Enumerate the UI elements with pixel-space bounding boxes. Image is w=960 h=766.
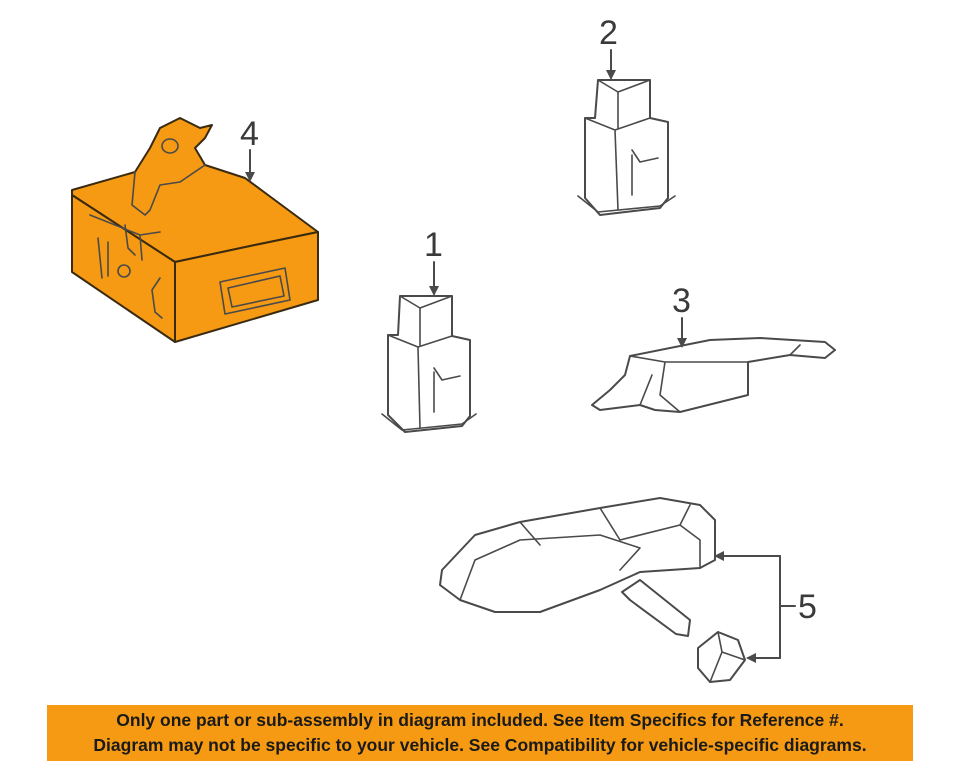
callout-2-label: 2: [599, 14, 618, 52]
callout-5-label: 5: [798, 588, 817, 626]
part-3-body: [591, 337, 836, 413]
part-2-body: [584, 79, 669, 216]
part-4-ridge: [89, 214, 161, 261]
part-1-body: [387, 295, 471, 433]
disclaimer-line-2: Diagram may not be specific to your vehi…: [93, 735, 867, 755]
part-5-sensor-body: [439, 497, 716, 613]
part-5-sensor-detail: [459, 504, 701, 601]
part-5-tpms-sensor[interactable]: [439, 497, 746, 683]
part-3-bracket[interactable]: [591, 337, 836, 413]
part-4-bracket: [131, 164, 206, 216]
part-4-bracket-hole: [161, 138, 179, 154]
part-4-hook: [151, 277, 163, 319]
part-4-side-hole: [117, 264, 131, 278]
part-2-detail: [577, 79, 676, 213]
part-5-valve-stem: [621, 579, 691, 637]
callout-5-bracket: [779, 555, 796, 659]
part-4-clip: [97, 237, 109, 279]
part-5-nut-detail: [709, 631, 746, 683]
callout-3-label: 3: [672, 282, 691, 320]
part-1-sensor[interactable]: [381, 295, 477, 433]
parts-diagram: 2 4 1 3 5: [71, 14, 836, 683]
part-4-connector: [219, 267, 291, 315]
part-1-detail: [381, 295, 477, 431]
disclaimer-line-1: Only one part or sub-assembly in diagram…: [116, 710, 844, 730]
callout-1-label: 1: [424, 226, 443, 264]
part-4-side-face: [174, 231, 319, 343]
part-3-detail: [629, 344, 801, 413]
disclaimer-banner: Only one part or sub-assembly in diagram…: [47, 705, 913, 761]
part-5-valve-nut: [697, 631, 746, 683]
part-2-sensor[interactable]: [577, 79, 676, 216]
callout-4-label: 4: [240, 115, 259, 153]
part-4-module[interactable]: [71, 117, 319, 343]
